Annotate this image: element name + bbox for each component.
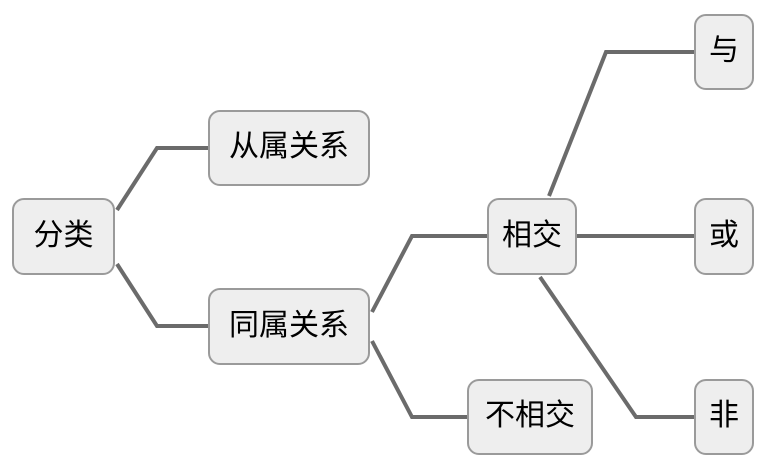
node-label-subordinate: 从属关系: [229, 129, 349, 164]
node-or[interactable]: 或: [694, 198, 754, 275]
connector-root-to-subordinate: [115, 146, 208, 212]
node-label-root: 分类: [33, 217, 94, 253]
node-label-or: 或: [709, 217, 739, 253]
node-sibling[interactable]: 同属关系: [208, 288, 370, 365]
node-label-sibling: 同属关系: [229, 307, 349, 343]
connector-sibling-to-disjoint: [370, 340, 467, 419]
node-intersect[interactable]: 相交: [487, 198, 577, 275]
node-disjoint[interactable]: 不相交: [467, 379, 593, 455]
node-not[interactable]: 非: [694, 379, 754, 455]
node-root[interactable]: 分类: [12, 198, 115, 275]
connector-intersect-to-and: [547, 50, 694, 197]
connector-sibling-to-intersect: [370, 234, 487, 313]
node-label-not: 非: [709, 398, 739, 433]
node-label-disjoint: 不相交: [485, 398, 575, 433]
node-and[interactable]: 与: [694, 14, 754, 90]
node-subordinate[interactable]: 从属关系: [208, 110, 370, 186]
node-label-and: 与: [709, 33, 739, 68]
connector-root-to-sibling: [115, 262, 208, 328]
node-label-intersect: 相交: [502, 217, 562, 253]
